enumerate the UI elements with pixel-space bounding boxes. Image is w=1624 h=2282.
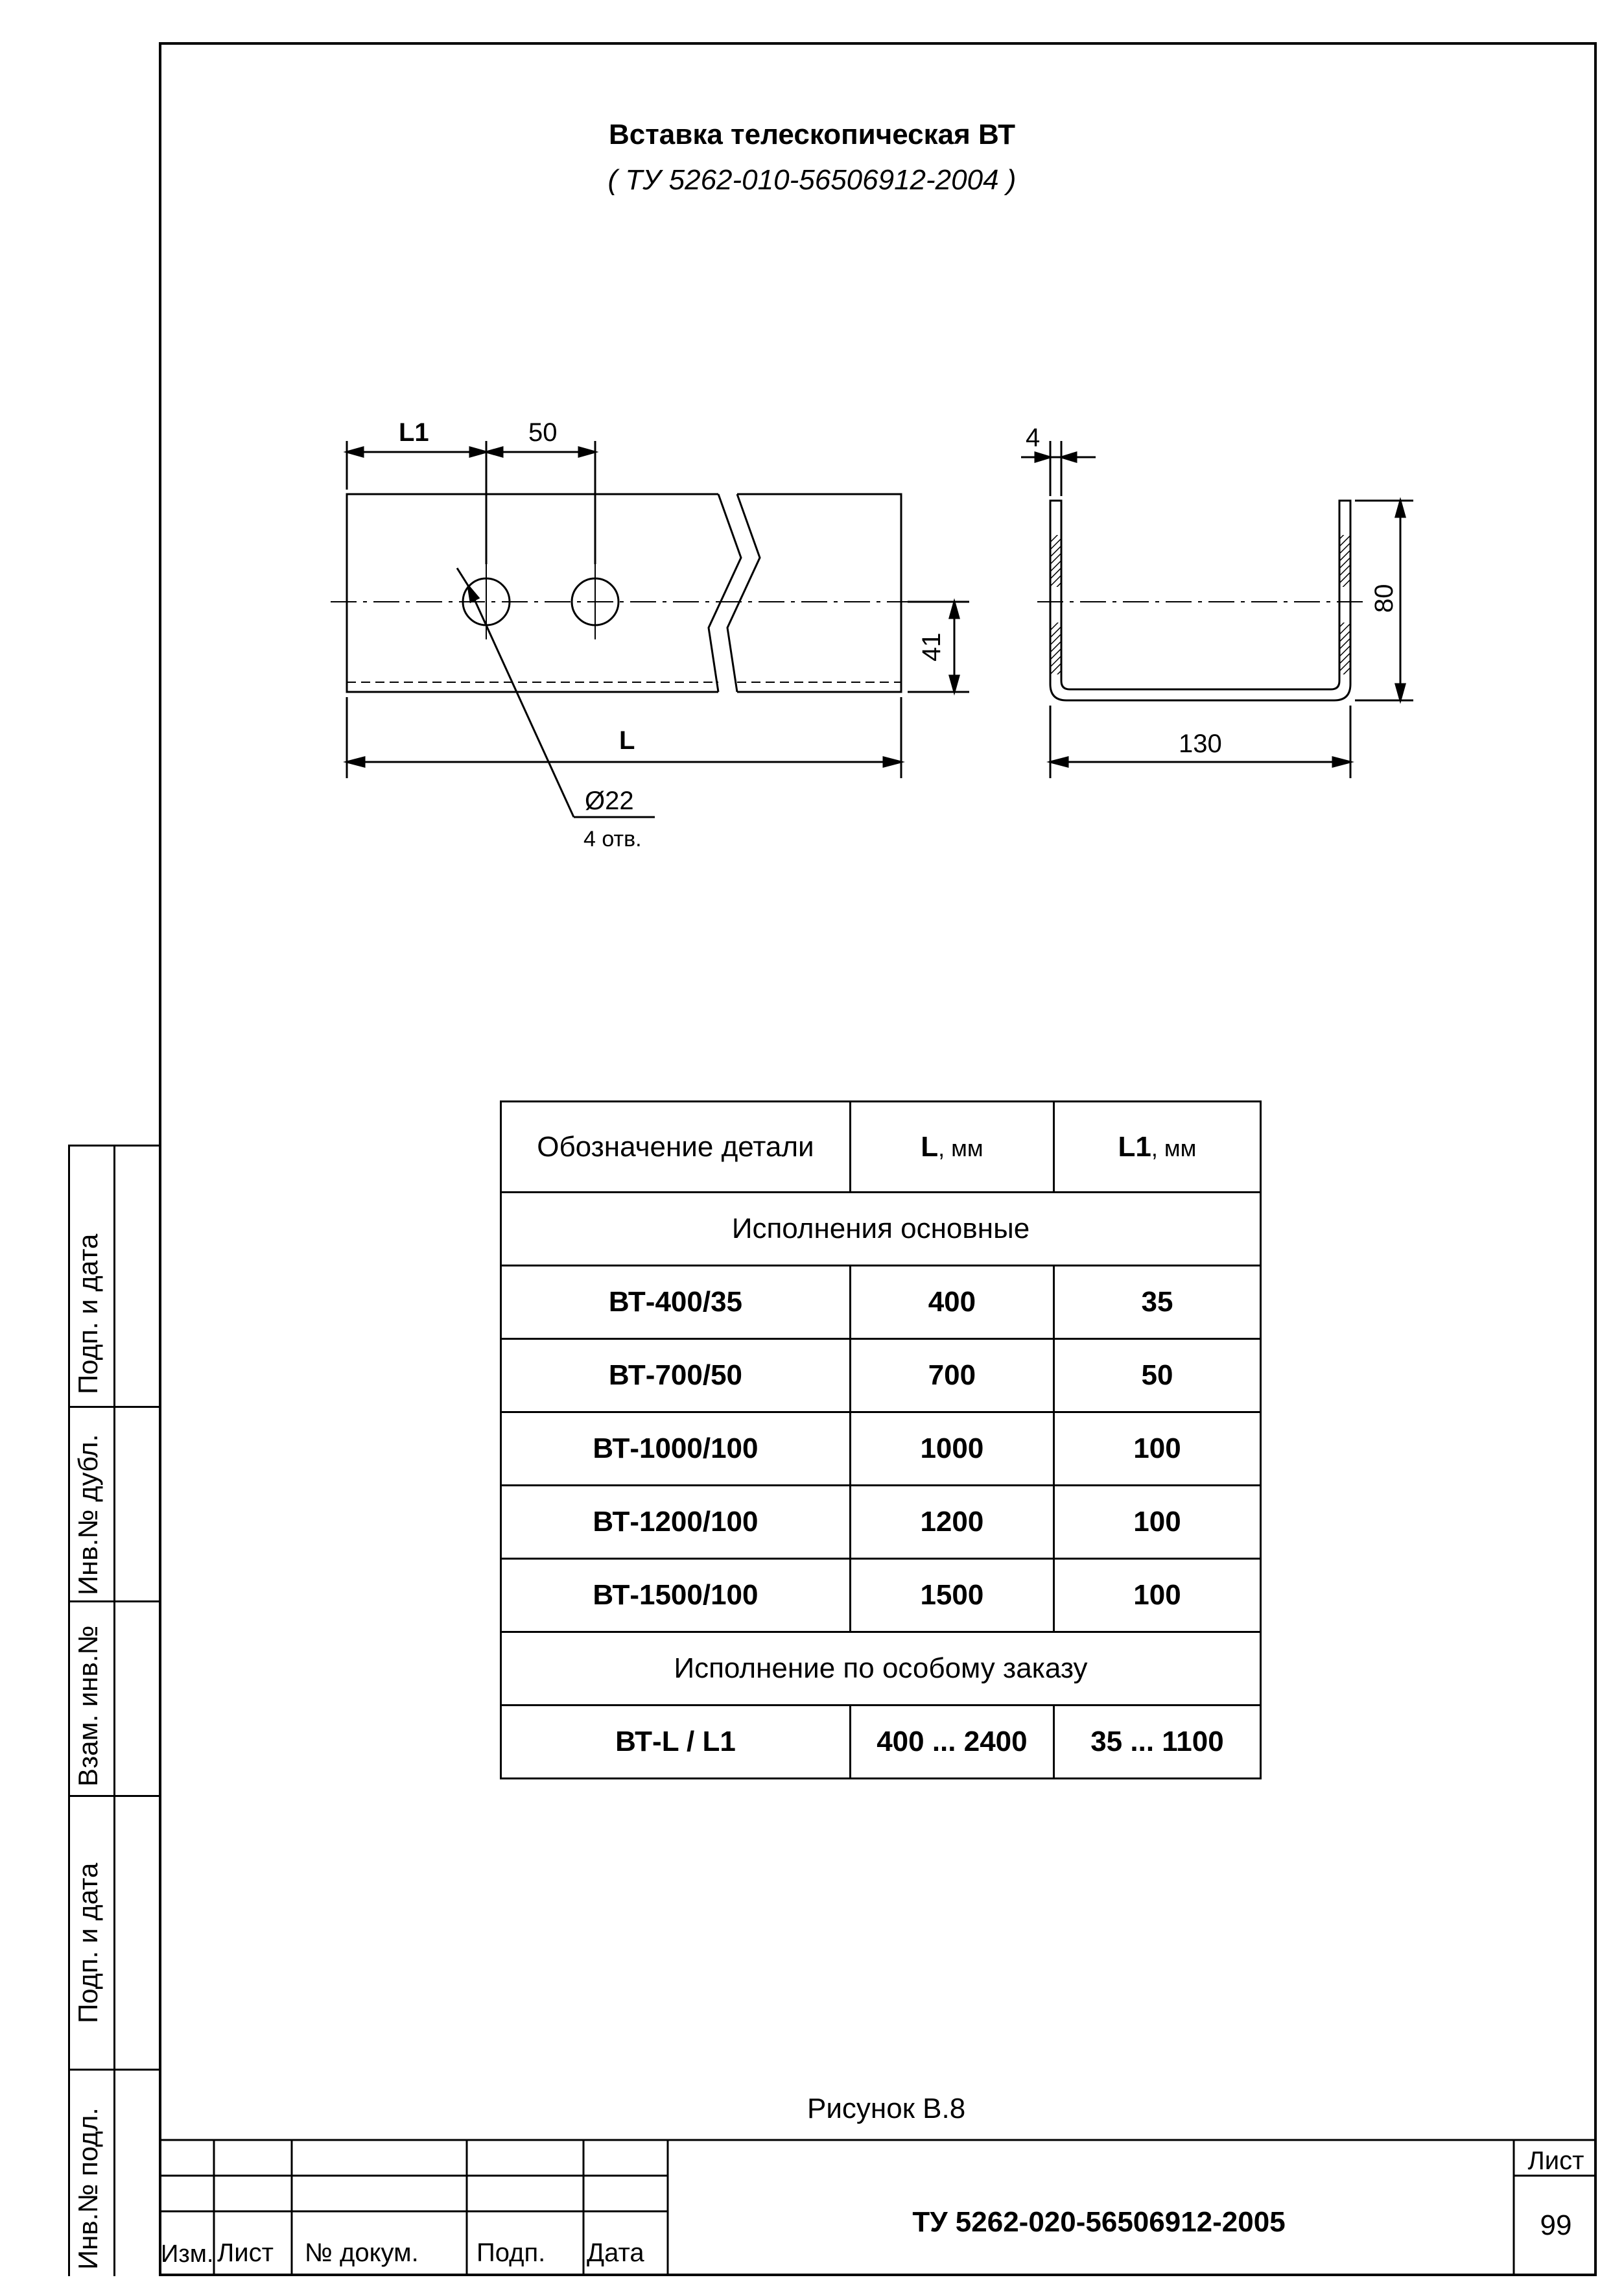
side-line [68, 2069, 159, 2071]
cell: ВТ-400/35 [500, 1265, 851, 1340]
document-subtitle: ( ТУ 5262-010-56506912-2004 ) [607, 164, 1017, 196]
side-stamp-divider [113, 1145, 115, 2276]
header-l: L, мм [849, 1100, 1055, 1193]
side-line [68, 1600, 159, 1602]
tb-doc-number: ТУ 5262-020-56506912-2005 [912, 2206, 1286, 2238]
table-row: ВТ-1500/100 1500 100 [500, 1558, 1262, 1633]
dim-label-hole-diameter: Ø22 [585, 787, 634, 815]
dim-label-50: 50 [528, 418, 558, 447]
table-row-special: ВТ-L / L1 400 ... 2400 35 ... 1100 [500, 1704, 1262, 1779]
table-row: ВТ-700/50 700 50 [500, 1338, 1262, 1413]
dim-label-l1: L1 [399, 418, 429, 447]
table-row: ВТ-1000/100 1000 100 [500, 1411, 1262, 1486]
break-line-2 [726, 493, 761, 693]
drawing-frame [159, 42, 1597, 2276]
header-designation: Обозначение детали [500, 1100, 851, 1193]
cell: 700 [849, 1338, 1055, 1413]
table-row: ВТ-400/35 400 35 [500, 1265, 1262, 1340]
side-line [68, 1145, 159, 1147]
group-main-label: Исполнения основные [500, 1191, 1262, 1266]
dim-label-80: 80 [1370, 584, 1398, 613]
tb-izm: Изм. [161, 2240, 214, 2268]
cell: ВТ-1500/100 [500, 1558, 851, 1633]
u-profile [1049, 499, 1352, 702]
dim-label-holes-count: 4 отв. [583, 827, 642, 851]
front-view-right-part [737, 493, 902, 693]
tb-sheet-number: 99 [1540, 2209, 1572, 2241]
tb-doc: № докум. [305, 2239, 419, 2267]
header-l1: L1, мм [1052, 1100, 1262, 1193]
cell: 1500 [849, 1558, 1055, 1633]
document-title: Вставка телескопическая ВТ [609, 119, 1015, 150]
cell: 35 [1052, 1265, 1262, 1340]
spec-table: Обозначение детали L, мм L1, мм Исполнен… [500, 1100, 1262, 1779]
figure-caption: Рисунок В.8 [807, 2093, 966, 2124]
dim-label-41: 41 [917, 633, 946, 662]
side-stamp-column [68, 1145, 159, 2276]
cell: 100 [1052, 1484, 1262, 1560]
dim-label-4: 4 [1026, 423, 1040, 452]
group-special-label: Исполнение по особому заказу [500, 1631, 1262, 1706]
cell: ВТ-1000/100 [500, 1411, 851, 1486]
tb-list: Лист [217, 2239, 274, 2267]
group-row-main: Исполнения основные [500, 1191, 1262, 1266]
technical-drawing: L1 50 L 41 Ø22 4 отв. 4 80 130 [331, 418, 1413, 851]
cell: 100 [1052, 1411, 1262, 1486]
side-line [68, 1795, 159, 1797]
table-header-row: Обозначение детали L, мм L1, мм [500, 1100, 1262, 1193]
cell: 1000 [849, 1411, 1055, 1486]
cell: 400 [849, 1265, 1055, 1340]
side-line [68, 1406, 159, 1408]
tb-sheet-label: Лист [1527, 2146, 1584, 2175]
cell: 100 [1052, 1558, 1262, 1633]
front-view-left-part [346, 493, 718, 693]
group-row-special: Исполнение по особому заказу [500, 1631, 1262, 1706]
cell: ВТ-1200/100 [500, 1484, 851, 1560]
cell: ВТ-L / L1 [500, 1704, 851, 1779]
cell: 35 ... 1100 [1052, 1704, 1262, 1779]
dim-label-130: 130 [1179, 730, 1222, 758]
table-row: ВТ-1200/100 1200 100 [500, 1484, 1262, 1560]
cell: 50 [1052, 1338, 1262, 1413]
dim-label-l: L [619, 726, 635, 755]
cell: 400 ... 2400 [849, 1704, 1055, 1779]
tb-podp: Подп. [477, 2239, 546, 2267]
tb-date: Дата [587, 2239, 644, 2267]
cell: 1200 [849, 1484, 1055, 1560]
break-line-1 [707, 493, 742, 693]
cell: ВТ-700/50 [500, 1338, 851, 1413]
